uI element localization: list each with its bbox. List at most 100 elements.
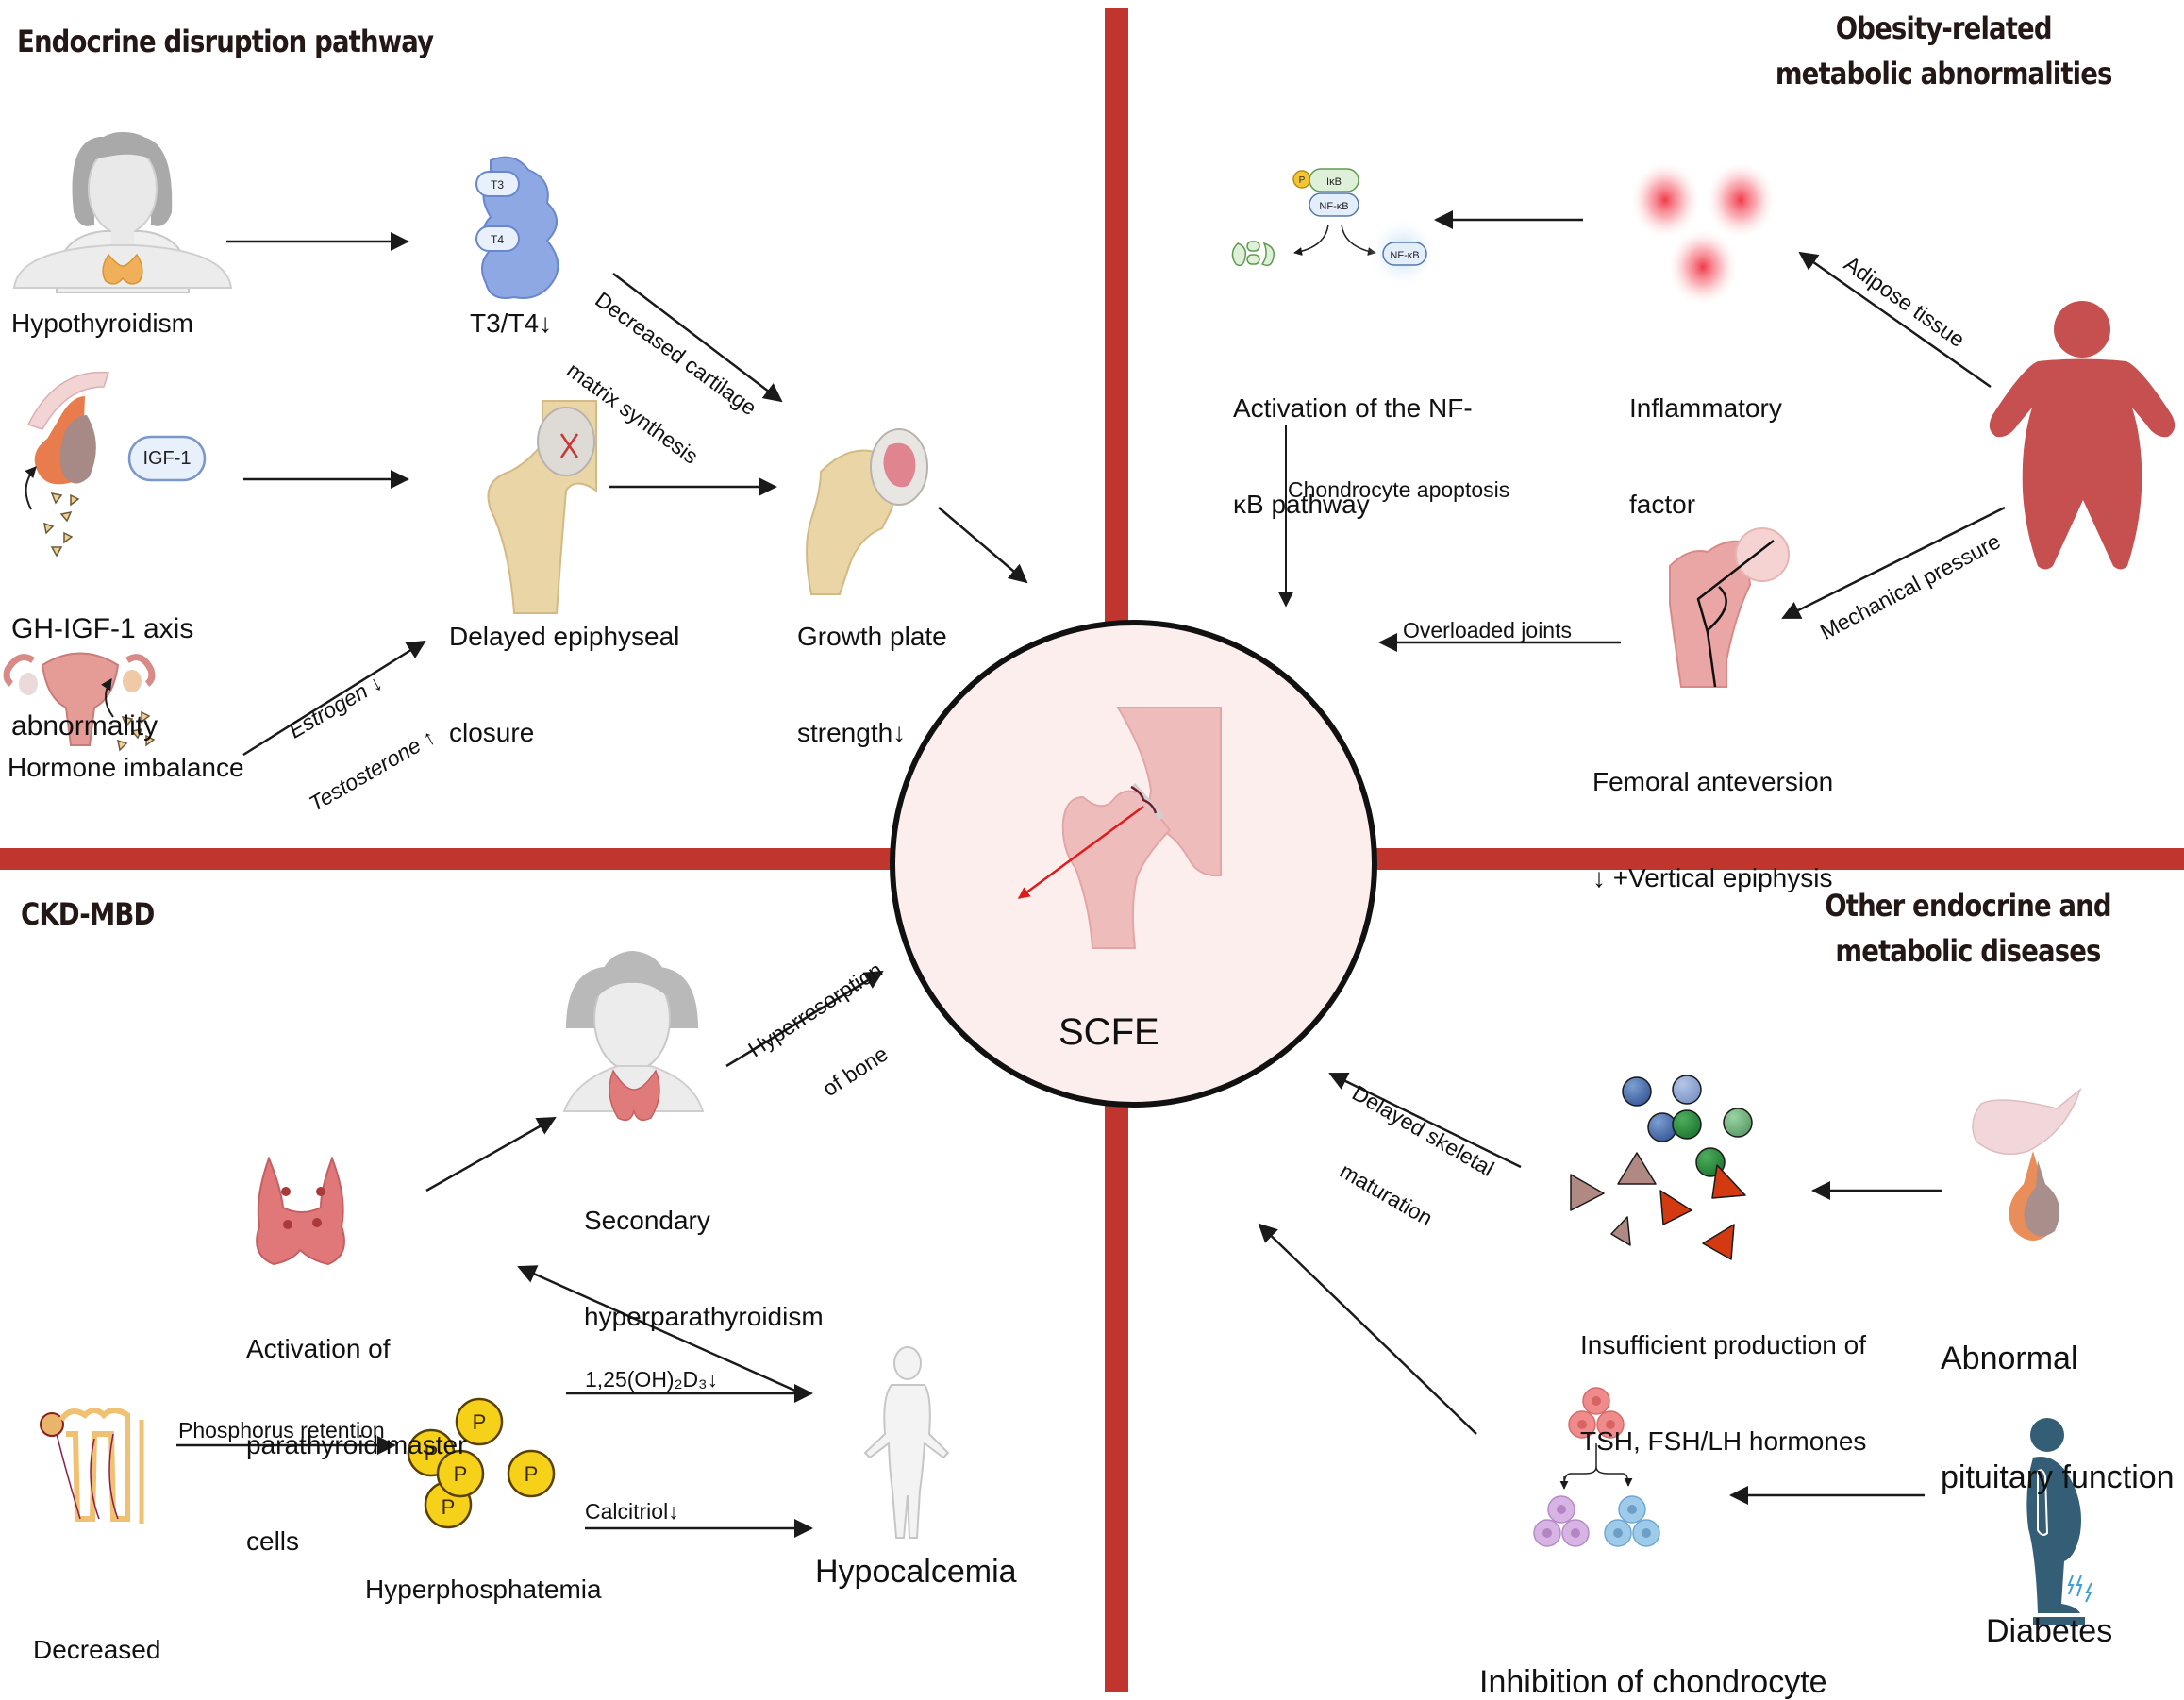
edge-estrogen: Estrogen ↓ <box>284 670 387 743</box>
edge-label-overloaded: Overloaded joints <box>1403 618 1572 642</box>
pituitary-gland-icon: IGF-1 <box>25 371 207 558</box>
label-femoral-anteversion: Femoral anteversion ↓ +Vertical epiphysi… <box>1592 702 1833 958</box>
uterus-icon <box>3 652 156 752</box>
woman-thyroid-icon <box>12 132 233 293</box>
label-inflam-line2: factor <box>1629 490 1696 519</box>
t4-tag: T4 <box>491 233 504 246</box>
heading-obesity-line2: metabolic abnormalities <box>1775 56 2113 92</box>
label-hormone-imbalance: Hormone imbalance <box>8 753 244 782</box>
label-parathyroid-activation: Activation of parathyroid master cells <box>246 1269 466 1622</box>
edge-label-calcitriol: Calcitriol↓ <box>585 1499 679 1524</box>
label-pituitary-line2: pituitary function <box>1941 1459 2175 1495</box>
label-activation-line3: cells <box>246 1526 300 1556</box>
p-tag: P <box>425 1442 439 1465</box>
t3-tag: T3 <box>491 178 504 192</box>
edge-testosterone: Testosterone ↑ <box>305 724 440 817</box>
label-pituitary-line1: Abnormal <box>1941 1341 2078 1376</box>
scfe-label: SCFE <box>1059 1011 1159 1053</box>
nfkb-tag-free: NF-κB <box>1390 250 1419 261</box>
p-tag: P <box>442 1495 456 1519</box>
inflammatory-factor-icon <box>1629 160 1776 307</box>
label-decreased-gfr: Decreased glomerular filtration rate <box>33 1570 258 1700</box>
p-tag: P <box>1299 175 1306 186</box>
pituitary-abnormal-icon <box>1972 1087 2082 1241</box>
label-insufficient-production: Insufficient production of TSH, FSH/LH h… <box>1580 1265 1866 1522</box>
chondrocyte-differentiation-icon <box>1533 1387 1660 1547</box>
label-secondary-line2: hyperparathyroidism <box>584 1302 824 1331</box>
label-secondary-line1: Secondary <box>584 1206 710 1235</box>
edge-hyperresorption-line1: Hyperresorption <box>743 957 887 1062</box>
arrow-growth-to-scfe <box>938 507 1028 584</box>
heading-other-endocrine: Other endocrine and metabolic diseases <box>1765 883 2171 974</box>
label-nfkb-line2: κB pathway <box>1233 490 1370 519</box>
label-activation-line2: parathyroid master <box>246 1430 467 1459</box>
heading-obesity-line1: Obesity-related <box>1835 10 2053 46</box>
edge-label-apoptosis: Chondrocyte apoptosis <box>1288 477 1510 502</box>
nephron-icon <box>40 1408 144 1524</box>
label-hyperphosphatemia: Hyperphosphatemia <box>365 1575 602 1604</box>
t3-t4-protein-icon: T3 T4 <box>475 156 559 299</box>
label-diabetes: Diabetes <box>1986 1613 2113 1649</box>
obese-person-icon <box>1989 301 2176 570</box>
p-tag: P <box>473 1410 487 1434</box>
p-tag: P <box>454 1462 468 1486</box>
igf1-tag: IGF-1 <box>142 448 191 469</box>
label-activation-line1: Activation of <box>246 1334 391 1363</box>
label-inflammatory-factor: Inflammatory factor <box>1629 328 1782 585</box>
p-tag: P <box>525 1462 539 1486</box>
label-t3t4: T3/T4↓ <box>470 308 553 338</box>
femur-delayed-closure-icon <box>487 400 597 614</box>
heading-other-line1: Other endocrine and <box>1825 888 2111 924</box>
arrow-t3t4-to-growth <box>612 273 783 403</box>
label-secondary-hpt: Secondary hyperparathyroidism <box>584 1141 824 1397</box>
arrow-hormone-to-delayed <box>242 640 426 757</box>
label-femoral-line1: Femoral anteversion <box>1592 767 1834 796</box>
ikb-tag: IκB <box>1326 176 1342 188</box>
label-hypocalcemia: Hypocalcemia <box>815 1554 1017 1590</box>
label-gfr-line1: Decreased <box>33 1635 161 1664</box>
label-insufficient-line2: TSH, FSH/LH hormones <box>1580 1426 1867 1456</box>
arrow-adipose <box>1798 251 1992 389</box>
phosphate-icon: P P P P P <box>407 1397 556 1529</box>
label-gh-igf1-line1: GH-IGF-1 axis <box>11 613 194 644</box>
arrow-mechanical <box>1781 506 2006 620</box>
divider-vertical-bottom <box>1105 1094 1128 1692</box>
label-hypothyroidism: Hypothyroidism <box>11 308 193 338</box>
divider-vertical-top <box>1105 8 1128 622</box>
hormone-molecules-icon <box>1570 1075 1753 1260</box>
heading-other-line2: metabolic diseases <box>1835 933 2101 969</box>
label-nfkb-activation: Activation of the NF- κB pathway <box>1233 328 1473 585</box>
scfe-hip-icon <box>1017 707 1222 949</box>
edge-hyperresorption-line2: of bone <box>818 1041 892 1102</box>
nfkb-tag-top: NF-κB <box>1319 201 1348 212</box>
parathyroid-gland-icon <box>256 1156 345 1266</box>
edge-skeletal-line2: maturation <box>1336 1158 1438 1231</box>
label-growth-plate: Growth plate strength↓ <box>797 557 947 813</box>
arrow-skeletal-maturation <box>1328 1072 1522 1169</box>
label-abnormal-pituitary: Abnormal pituitary function <box>1941 1259 2175 1576</box>
edge-label-phosphorus: Phosphorus retention <box>178 1418 385 1442</box>
label-growth-line1: Growth plate <box>797 622 947 651</box>
label-growth-line2: strength↓ <box>797 718 907 747</box>
label-gh-igf1-line2: abnormality <box>11 710 158 742</box>
label-delayed-line2: closure <box>449 718 535 747</box>
heading-obesity: Obesity-related metabolic abnormalities <box>1716 6 2171 96</box>
label-gh-igf1: GH-IGF-1 axis abnormality <box>11 548 193 807</box>
heading-endocrine-disruption: Endocrine disruption pathway <box>17 24 434 59</box>
nfkb-pathway-icon: P IκB NF-κB NF-κB <box>1231 168 1439 289</box>
label-delayed-line1: Delayed epiphyseal <box>449 622 680 651</box>
divider-horizontal-right <box>1370 848 2184 870</box>
heading-ckd-mbd: CKD-MBD <box>21 896 155 932</box>
label-delayed-closure: Delayed epiphyseal closure <box>449 557 679 813</box>
divider-horizontal-left <box>0 848 892 870</box>
arrow-chondrocyte-to-scfe <box>1258 1223 1477 1435</box>
label-insufficient-line1: Insufficient production of <box>1580 1330 1867 1359</box>
man-parathyroid-icon <box>562 951 705 1122</box>
edge-skeletal-line1: Delayed skeletal <box>1348 1080 1499 1181</box>
arrow-hypocalcemia-to-parathyroid <box>517 1265 798 1393</box>
edge-label-vitd: 1,25(OH)₂D₃↓ <box>585 1367 718 1392</box>
femur-anteversion-icon <box>1669 527 1790 688</box>
label-femoral-line2: ↓ +Vertical epiphysis <box>1592 863 1833 892</box>
